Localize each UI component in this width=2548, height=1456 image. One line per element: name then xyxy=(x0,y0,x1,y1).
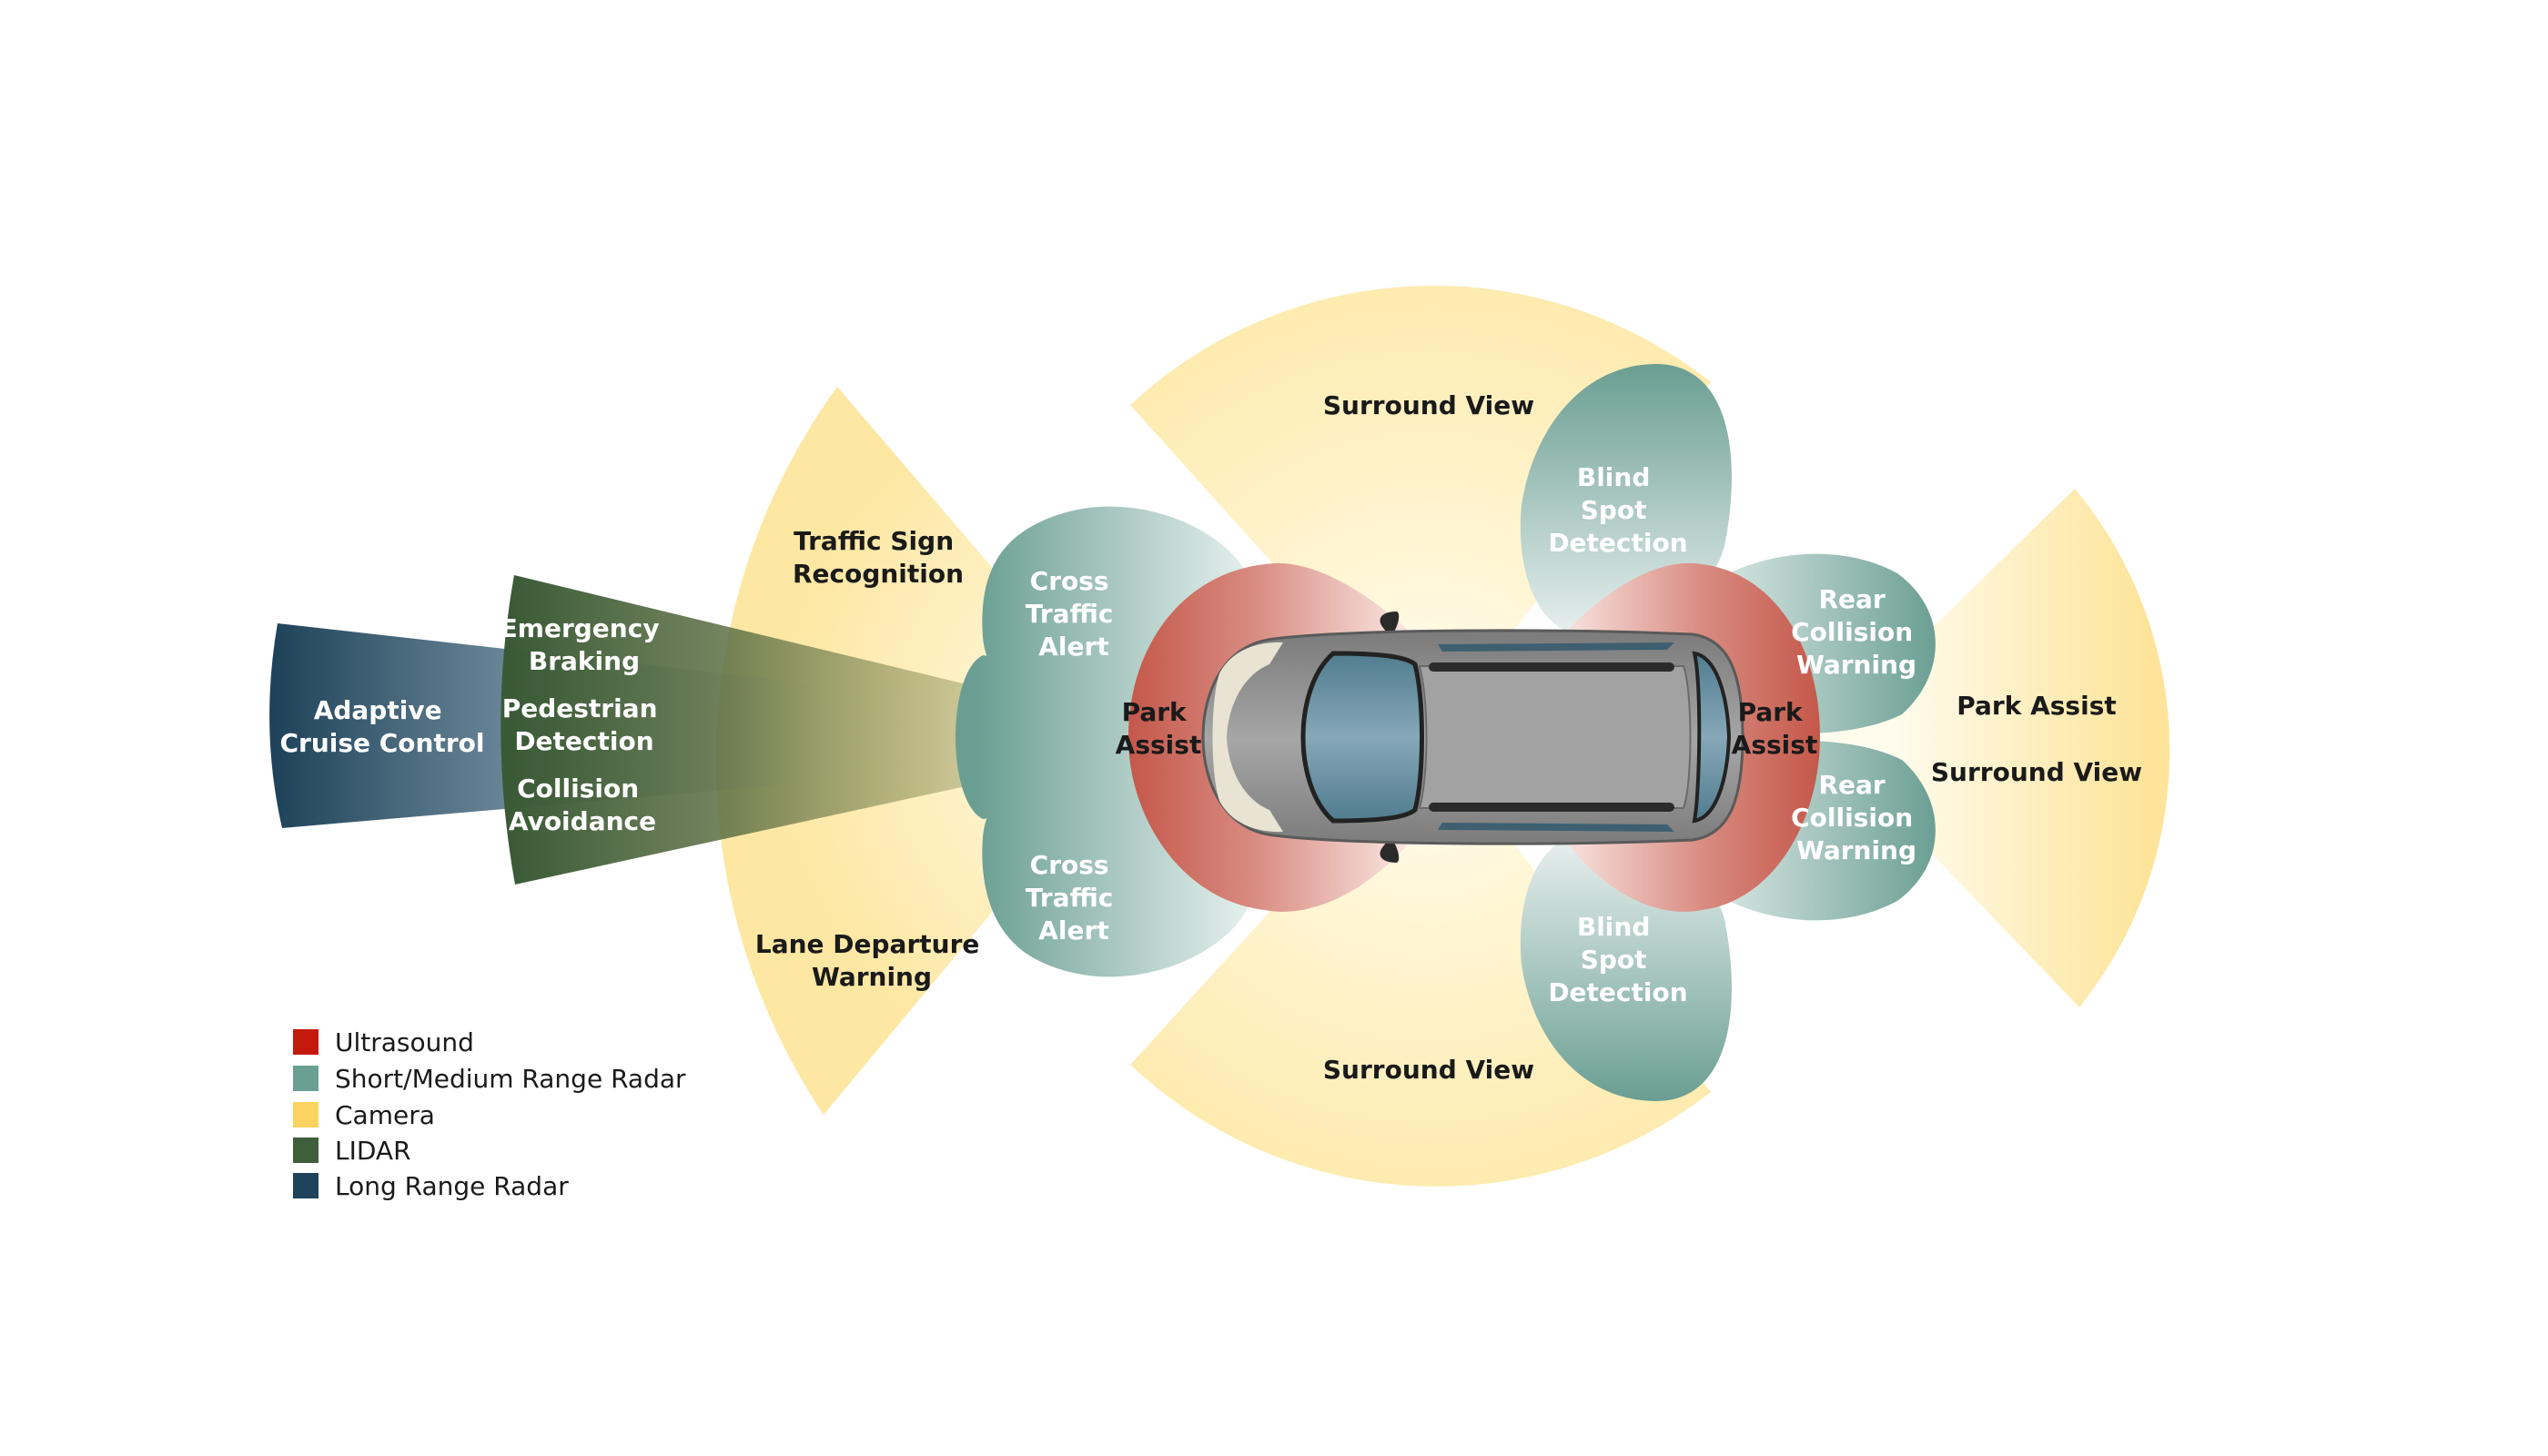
car-rear-window xyxy=(1692,651,1732,824)
legend-swatch-long-range-radar xyxy=(293,1173,318,1198)
label-surround-view-bottom: Surround View xyxy=(1323,1055,1534,1085)
label-rear-collision-warning-bottom: Rear Collision Warning xyxy=(1791,770,1922,865)
label-emergency-braking: Emergency Braking xyxy=(500,613,669,676)
label-traffic-sign-recognition: Traffic Sign Recognition xyxy=(793,526,964,589)
car-roof xyxy=(1418,665,1692,809)
label-rear-park-assist: Park Assist xyxy=(1956,691,2117,721)
legend-label-long-range-radar: Long Range Radar xyxy=(335,1171,569,1201)
label-lane-departure-warning: Lane Departure Warning xyxy=(755,929,988,992)
car-side-window-bottom xyxy=(1438,823,1674,832)
label-blind-spot-detection-top: Blind Spot Detection xyxy=(1548,462,1687,558)
car-roof-rail-top xyxy=(1429,662,1674,672)
label-cross-traffic-alert-bottom: Cross Traffic Alert xyxy=(1026,850,1122,945)
car-windshield xyxy=(1300,651,1424,824)
legend-swatch-short-medium-range-radar xyxy=(293,1066,318,1091)
legend-label-camera: Camera xyxy=(335,1100,435,1130)
camera-surround-bottom xyxy=(1130,737,1711,1187)
label-rear-surround-view: Surround View xyxy=(1931,757,2142,787)
legend-swatch-lidar xyxy=(293,1138,318,1163)
legend-swatch-camera xyxy=(293,1102,318,1127)
label-park-assist-front: Park Assist xyxy=(1116,697,1202,760)
car-hood-highlight xyxy=(1212,642,1283,833)
legend-label-lidar: LIDAR xyxy=(335,1136,411,1166)
camera-surround-top xyxy=(1130,285,1711,737)
label-collision-avoidance: Collision Avoidance xyxy=(509,774,656,836)
label-cross-traffic-alert-top: Cross Traffic Alert xyxy=(1026,566,1122,662)
legend-swatch-ultrasound xyxy=(293,1029,318,1055)
label-blind-spot-detection-bottom: Blind Spot Detection xyxy=(1548,912,1687,1007)
label-pedestrian-detection: Pedestrian Detection xyxy=(502,693,667,756)
label-surround-view-top: Surround View xyxy=(1323,390,1534,420)
label-rear-collision-warning-top: Rear Collision Warning xyxy=(1791,584,1922,680)
label-adaptive-cruise-control: Adaptive Cruise Control xyxy=(279,695,484,758)
radar-front-center xyxy=(956,655,1133,819)
car-side-window-top xyxy=(1438,642,1674,652)
legend: Ultrasound Short/Medium Range Radar Came… xyxy=(293,1027,686,1201)
legend-label-ultrasound: Ultrasound xyxy=(335,1027,474,1057)
lidar-beam xyxy=(500,575,1128,885)
label-park-assist-rear: Park Assist xyxy=(1732,697,1818,760)
camera-rear-wedge xyxy=(1820,489,2170,1007)
legend-label-short-medium-range-radar: Short/Medium Range Radar xyxy=(335,1064,686,1094)
car xyxy=(1201,612,1744,863)
car-roof-rail-bottom xyxy=(1429,803,1674,812)
